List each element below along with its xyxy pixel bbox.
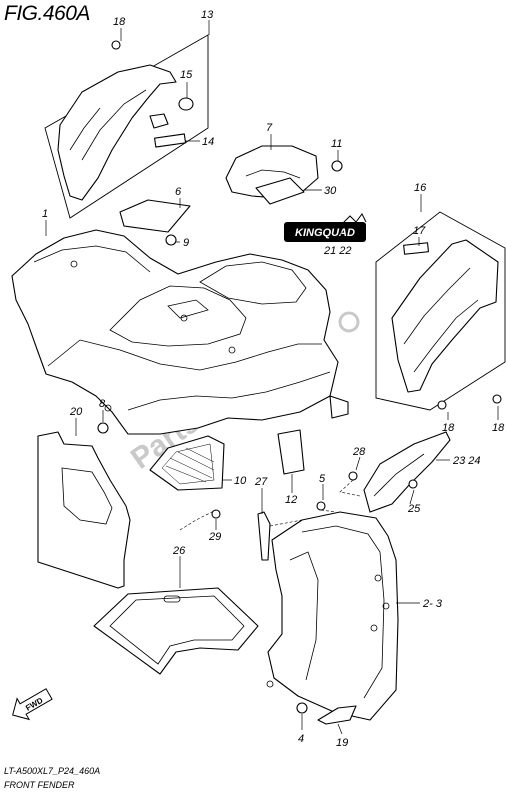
part-19-clip — [317, 705, 357, 725]
callout-4: 4 — [298, 733, 304, 745]
part-30-pad — [255, 177, 305, 205]
callout-6: 6 — [175, 186, 182, 198]
part-23-24-bracket — [363, 431, 451, 513]
callout-18a: 18 — [113, 16, 126, 28]
callout-30: 30 — [324, 185, 337, 197]
part-28-screw — [348, 471, 358, 481]
part-17-pad — [403, 242, 430, 255]
callout-28: 28 — [352, 446, 366, 458]
callout-7: 7 — [266, 122, 273, 134]
leader-lines — [45, 20, 499, 735]
part-13-tab — [149, 113, 169, 129]
badge-plate — [284, 222, 366, 242]
badge-21-22: KINGQUAD — [284, 213, 367, 242]
callout-19: 19 — [336, 737, 348, 749]
callout-1: 1 — [42, 208, 48, 220]
part-29-screw — [211, 509, 221, 519]
callout-26: 26 — [172, 545, 186, 557]
footer-figure-name: FRONT FENDER — [4, 780, 75, 790]
part-18-screw-a — [111, 40, 121, 50]
callout-15: 15 — [180, 69, 193, 81]
fender-body — [11, 229, 339, 435]
callout-25: 25 — [407, 503, 421, 515]
mountain-icon — [341, 213, 367, 225]
fender-center-recess — [109, 285, 247, 347]
part-9-screw — [165, 234, 177, 246]
callout-29: 29 — [208, 531, 221, 543]
footer-diagram-code: LT-A500XL7_P24_460A — [4, 766, 101, 776]
inset-frame-16-border — [375, 211, 506, 411]
part-26-mat — [93, 587, 259, 675]
callout-21-22: 21 22 — [323, 245, 352, 257]
callout-13: 13 — [201, 9, 214, 21]
fwd-arrow-icon — [12, 688, 53, 721]
part-27-tie — [257, 511, 271, 561]
callout-18b: 18 — [442, 422, 455, 434]
part-6-pad — [119, 199, 191, 233]
fender-fuel-well — [199, 261, 307, 305]
callout-10: 10 — [234, 475, 247, 487]
callout-9: 9 — [183, 237, 189, 249]
callout-16: 16 — [414, 182, 427, 194]
part-1-front-fender — [11, 229, 349, 435]
fwd-arrow: FWD — [12, 688, 53, 721]
dashed-guides — [179, 479, 361, 531]
watermark-gear-icon — [338, 311, 360, 333]
callout-20: 20 — [69, 406, 83, 418]
callout-numbers: 18 13 15 14 7 11 30 6 9 1 21 22 16 17 18… — [42, 9, 505, 749]
fender-right-tab — [329, 395, 349, 419]
figure-title: FIG.460A — [4, 2, 90, 25]
callout-11: 11 — [331, 138, 342, 150]
callout-2-3: 2- 3 — [422, 598, 443, 610]
part-8-screw — [97, 422, 109, 434]
part-18-screw-c — [492, 394, 502, 404]
badge-text: KINGQUAD — [295, 227, 355, 239]
part-4-screw — [296, 702, 308, 714]
part-2-3-inner-fender — [266, 511, 399, 721]
callout-23-24: 23 24 — [452, 455, 481, 467]
part-5-screw — [316, 501, 326, 511]
inset-frame-16 — [375, 211, 506, 411]
part-18-screw-b — [437, 400, 447, 410]
grille-body — [149, 435, 225, 491]
inset-frame-13 — [44, 34, 209, 219]
part-7-group — [225, 145, 343, 205]
mat-body — [93, 587, 259, 675]
callout-14: 14 — [202, 136, 214, 148]
callout-12: 12 — [285, 494, 297, 506]
callout-5: 5 — [319, 473, 326, 485]
part-11-screw — [331, 160, 343, 172]
part-15-grommet — [178, 97, 194, 111]
callout-27: 27 — [254, 476, 268, 488]
part-13-deflector-left — [57, 64, 177, 201]
part-20-mud-flap — [37, 431, 131, 589]
part-12-pad — [277, 429, 305, 475]
part-16-deflector-right — [391, 239, 499, 393]
callout-8: 8 — [99, 398, 106, 410]
callout-18c: 18 — [492, 422, 505, 434]
part-25-screw — [408, 479, 418, 489]
part-14-pad — [154, 133, 187, 148]
part-10-grille — [149, 435, 225, 519]
inner-fender-body — [267, 511, 399, 721]
callout-17: 17 — [413, 225, 426, 237]
